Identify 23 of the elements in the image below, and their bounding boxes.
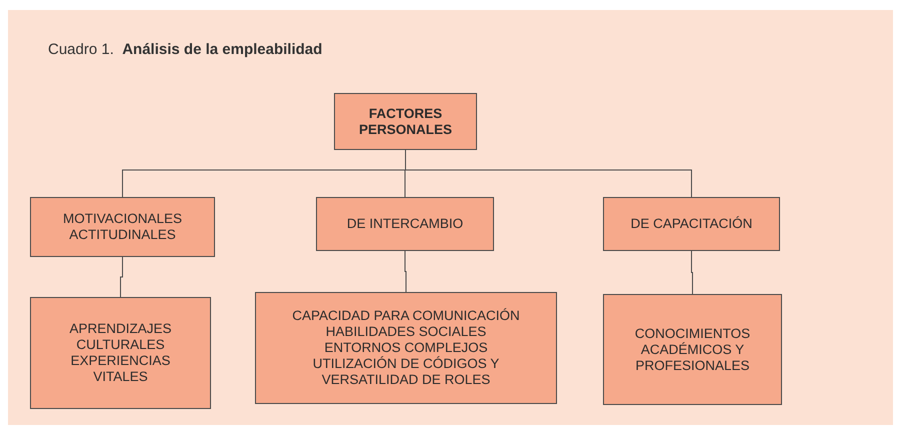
node-text: DE CAPACITACIÓN [630, 216, 752, 232]
node-text: FACTORES PERSONALES [358, 106, 454, 138]
category-box [30, 197, 215, 257]
node-text: APRENDIZAJES CULTURALES [68, 321, 173, 353]
node-text: ACTITUDINALES [69, 227, 176, 243]
connector-line [120, 256, 123, 298]
node-text: EXPERIENCIAS VITALES [70, 353, 172, 385]
connector-line [404, 250, 406, 292]
detail-box [603, 294, 782, 405]
node-text: CONOCIMIENTOS ACADÉMICOS Y PROFESIONALES [634, 326, 752, 374]
node-text: UTILIZACIÓN DE CÓDIGOS Y VERSATILIDAD DE ROLES [312, 356, 500, 388]
category-box [316, 197, 494, 251]
detail-box [30, 297, 211, 409]
detail-box [255, 292, 557, 404]
title: Cuadro 1. Análisis de la empleabilidad [48, 41, 322, 58]
connector-line [691, 250, 693, 294]
category-box [334, 93, 477, 150]
category-box [603, 197, 780, 251]
node-text: HABILIDADES SOCIALES [326, 324, 486, 340]
node-text: DE INTERCAMBIO [346, 216, 464, 232]
node-text: CAPACIDAD PARA COMUNICACIÓN [292, 308, 520, 324]
node-text: MOTIVACIONALES [62, 211, 182, 227]
node-text: ENTORNOS COMPLEJOS [324, 340, 488, 356]
